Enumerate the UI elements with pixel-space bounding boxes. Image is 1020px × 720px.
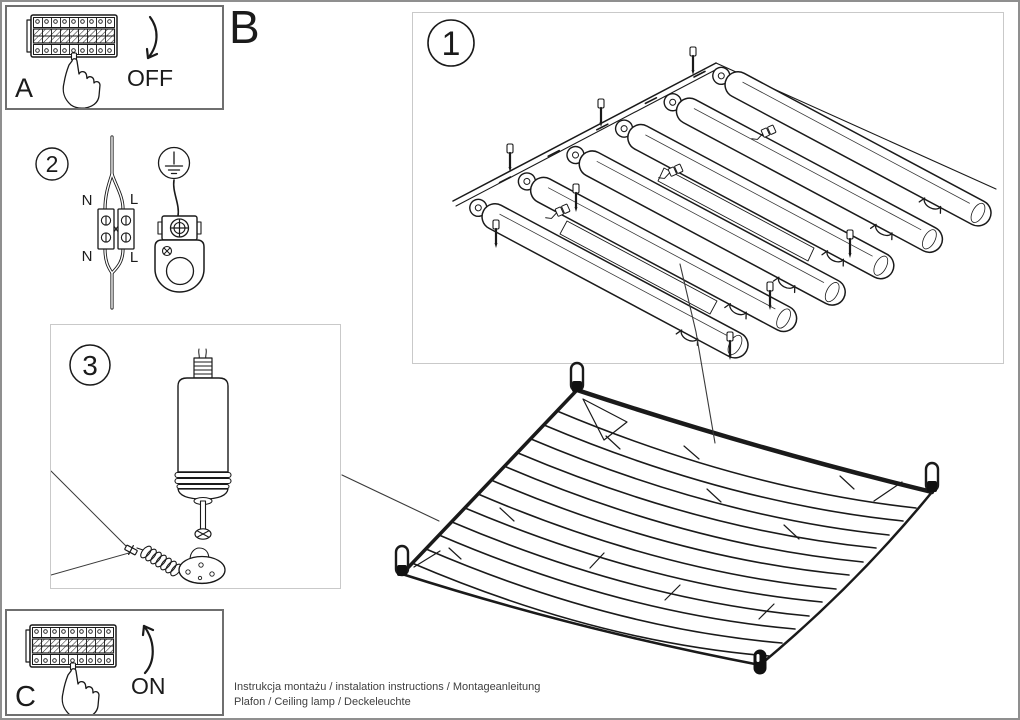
screw-icon [572, 183, 580, 212]
screw-icon [689, 46, 697, 75]
screw-icon [726, 331, 734, 360]
svg-text:3: 3 [82, 350, 98, 381]
zebra-stripes [411, 398, 917, 657]
wire-connector-icon [545, 124, 777, 219]
strain-relief-bracket [154, 239, 205, 293]
off-label: OFF [127, 65, 173, 91]
curved-arrow-down-icon [145, 15, 159, 60]
ceiling-frame-drawing: 1 [427, 19, 997, 360]
step-circle-3: 3 [69, 344, 111, 386]
plate-slot-marks [498, 70, 706, 184]
spring-icon [136, 545, 182, 577]
svg-text:1: 1 [442, 25, 461, 63]
screw-icon [846, 229, 854, 258]
svg-text:2: 2 [46, 151, 59, 177]
footer-line-1: Instrukcja montażu / instalation instruc… [234, 681, 541, 693]
ground-symbol-icon [157, 146, 191, 180]
step-3-box: 3 [50, 324, 341, 589]
step-2-wiring-diagram: 2 N L N L [35, 135, 205, 310]
step-1-panel: 1 [412, 12, 1004, 364]
corner-pin [394, 544, 410, 577]
step-circle-2: 2 [35, 147, 69, 181]
mains-wires [103, 135, 125, 310]
corner-pin [569, 361, 585, 393]
footer-text: Instrukcja montażu / instalation instruc… [234, 680, 540, 709]
screw-icon [492, 219, 500, 248]
curved-arrow-up-icon [141, 624, 155, 675]
wire-label-l-top: L [130, 191, 138, 208]
tube-lamp [566, 145, 846, 306]
on-label: ON [131, 673, 166, 699]
screws [492, 46, 854, 360]
shade-edges [400, 387, 935, 667]
suspension-detail-drawing: 3 [51, 344, 232, 585]
corner-pin [924, 461, 940, 493]
wire-label-l-bottom: L [130, 249, 138, 266]
canopy-plate [178, 547, 226, 585]
screw-icon [597, 98, 605, 127]
step-circle-1: 1 [427, 19, 475, 67]
screw-icon [766, 281, 774, 310]
step-b-label: B [229, 1, 260, 53]
terminal-block [97, 208, 135, 250]
tube-lamp [517, 172, 798, 333]
ground-wire [172, 179, 180, 217]
step-a-label: A [15, 73, 34, 103]
corner-pin [753, 649, 767, 675]
screw-icon [506, 143, 514, 172]
step-c-box: C ON [5, 609, 224, 716]
footer-line-2: Plafon / Ceiling lamp / Deckeleuchte [234, 695, 411, 708]
tube-lamps [469, 66, 992, 359]
tube-lamp [712, 66, 992, 227]
wire-label-n-top: N [82, 192, 93, 209]
corner-hook [124, 544, 138, 556]
lamp-holder-cylinder [174, 348, 232, 505]
hanger-screw [194, 500, 212, 540]
tube-lamp [663, 93, 944, 254]
ground-terminal [157, 215, 202, 241]
reflector-trough [559, 167, 815, 315]
tube-lamp [614, 119, 895, 280]
wire-label-n-bottom: N [82, 248, 93, 265]
canvas-corner-lines [51, 470, 130, 576]
step-a-box: A OFF [5, 5, 224, 110]
step-c-label: C [15, 681, 36, 713]
